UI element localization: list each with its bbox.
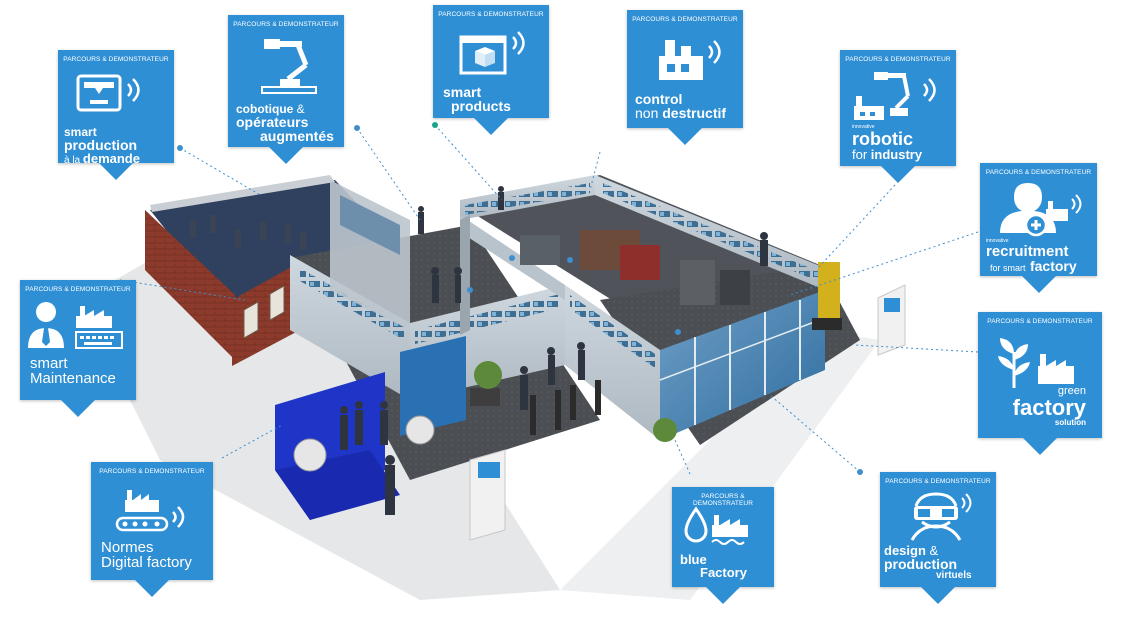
water-factory-icon xyxy=(684,506,748,545)
callout-label: cobotique xyxy=(236,102,294,116)
callout-label: Factory xyxy=(700,565,747,580)
callout-header: PARCOURS & DEMONSTRATEUR xyxy=(885,478,991,485)
callout-smart-maintenance[interactable]: PARCOURS & DEMONSTRATEUR smart Maintenan… xyxy=(20,280,136,417)
callout-label: production xyxy=(884,556,958,572)
callout-label: solution xyxy=(1054,418,1086,427)
factory-icon xyxy=(659,40,721,80)
callout-label: virtuels xyxy=(936,570,972,581)
robot-arm-icon xyxy=(261,39,317,94)
callout-label: factory xyxy=(1012,395,1086,420)
callout-header: PARCOURS & DEMONSTRATEUR xyxy=(63,56,169,63)
smart-box-icon xyxy=(459,31,525,75)
callout-label: smart xyxy=(30,355,68,372)
callout-label: blue xyxy=(680,552,707,567)
callout-label: Maintenance xyxy=(30,370,116,387)
callout-normes[interactable]: PARCOURS & DEMONSTRATEUR Normes Digital … xyxy=(91,462,213,597)
callout-header: PARCOURS & DEMONSTRATEUR xyxy=(99,468,205,475)
callout-label: robotic xyxy=(852,129,913,149)
callout-label: non xyxy=(635,105,659,121)
callout-label: control xyxy=(635,91,683,107)
callout-label: destructif xyxy=(662,105,727,121)
callout-smart-products[interactable]: PARCOURS & DEMONSTRATEUR smart products xyxy=(433,5,549,135)
callout-label: augmentés xyxy=(260,128,334,144)
callout-label: & xyxy=(929,543,939,558)
person-factory-icon xyxy=(1000,183,1082,237)
callout-header: PARCOURS & DEMONSTRATEUR xyxy=(438,11,544,18)
callout-header: PARCOURS & DEMONSTRATEUR xyxy=(987,318,1093,325)
3d-printer-icon xyxy=(76,74,140,112)
callout-label: opérateurs xyxy=(236,114,309,130)
callout-label: demande xyxy=(82,151,140,166)
callout-label: production xyxy=(64,137,138,153)
callout-recruitment[interactable]: PARCOURS & DEMONSTRATEUR innovative recr… xyxy=(980,163,1097,293)
callout-label: innovative xyxy=(986,238,1009,244)
callout-smart-production[interactable]: PARCOURS & DEMONSTRATEUR smart productio… xyxy=(58,50,174,180)
callout-label: & xyxy=(296,102,305,116)
technician-icon xyxy=(28,302,123,349)
callout-label: for smart xyxy=(990,263,1026,273)
callout-header: PARCOURS & DEMONSTRATEUR xyxy=(985,169,1092,176)
callout-header: PARCOURS & DEMONSTRATEUR xyxy=(845,56,951,63)
robot-factory-icon xyxy=(854,72,936,120)
callout-label: green xyxy=(1057,385,1086,397)
callout-label: smart xyxy=(64,125,97,139)
callout-label: innovative xyxy=(852,124,875,130)
callout-label: products xyxy=(451,98,511,114)
callout-blue-factory[interactable]: PARCOURS & DEMONSTRATEUR blue Factory xyxy=(672,487,774,604)
callout-cobotique[interactable]: PARCOURS & DEMONSTRATEUR cobotique & opé… xyxy=(228,15,344,164)
callout-header: PARCOURS & DEMONSTRATEUR xyxy=(233,21,339,28)
callout-header: PARCOURS & DEMONSTRATEUR xyxy=(692,493,754,507)
callout-label: recruitment xyxy=(986,243,1069,260)
callout-label: for xyxy=(852,147,868,162)
callout-design-production[interactable]: PARCOURS & DEMONSTRATEUR design & produc… xyxy=(880,472,996,604)
callout-robotic[interactable]: PARCOURS & DEMONSTRATEUR innovative robo… xyxy=(840,50,956,183)
vr-headset-icon xyxy=(910,492,972,541)
callout-header: PARCOURS & DEMONSTRATEUR xyxy=(632,16,738,23)
callout-label: Normes xyxy=(101,539,154,556)
callout-label: à la xyxy=(64,155,81,166)
callout-control[interactable]: PARCOURS & DEMONSTRATEUR control non des… xyxy=(627,10,743,145)
callout-label: smart xyxy=(443,84,482,100)
callout-label: factory xyxy=(1029,258,1077,274)
callout-label: Digital factory xyxy=(101,554,192,571)
conveyor-icon xyxy=(115,490,185,532)
callout-label: industry xyxy=(870,147,923,162)
callout-label: design xyxy=(884,543,926,558)
callout-header: PARCOURS & DEMONSTRATEUR xyxy=(25,286,131,293)
leaf-factory-icon xyxy=(998,338,1074,388)
callout-green-factory[interactable]: PARCOURS & DEMONSTRATEUR green factory s… xyxy=(978,312,1102,455)
